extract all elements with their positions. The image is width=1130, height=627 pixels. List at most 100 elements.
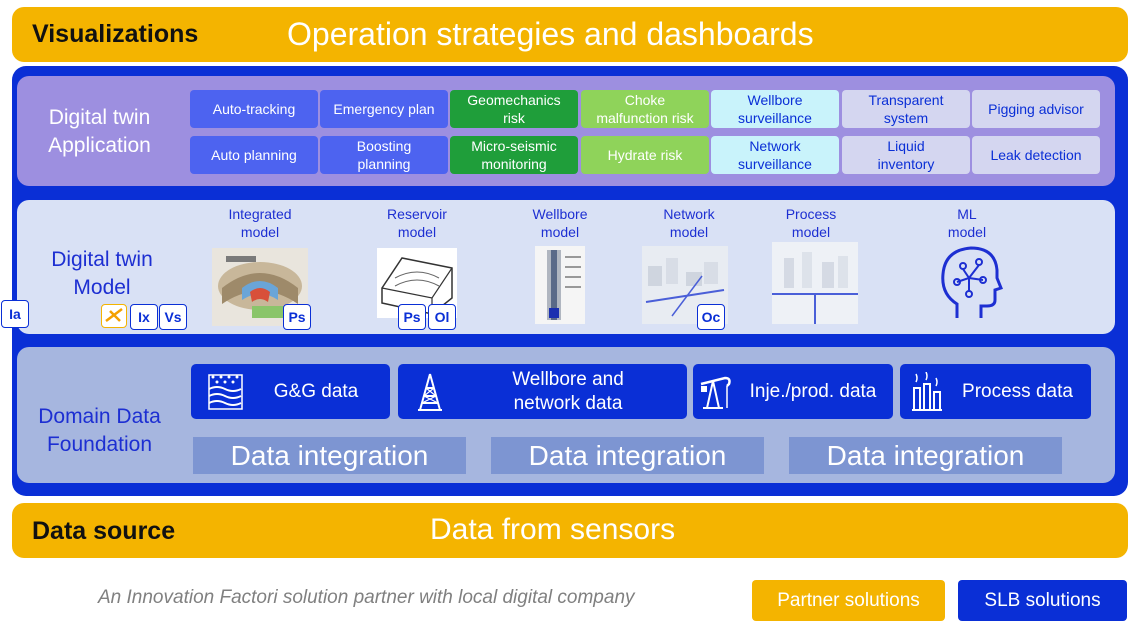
partner-solutions-legend: Partner solutions bbox=[752, 580, 945, 621]
data-layer: Domain Data Foundation G&G data Wellbore… bbox=[17, 347, 1115, 483]
seismic-layers-icon bbox=[208, 374, 243, 410]
label-line: Integrated bbox=[228, 206, 292, 222]
chip-leak-detection[interactable]: Leak detection bbox=[972, 136, 1100, 174]
ix-badge[interactable]: Ix bbox=[130, 304, 158, 330]
chip-label: Auto-tracking bbox=[212, 101, 296, 117]
integrated-model-label: Integrated model bbox=[210, 205, 310, 241]
ol-badge[interactable]: Ol bbox=[428, 304, 456, 330]
process-model-image bbox=[772, 242, 858, 324]
network-model-label: Network model bbox=[639, 205, 739, 241]
app-layer: Digital twin Application Auto-tracking A… bbox=[17, 76, 1115, 186]
chip-emergency-plan[interactable]: Emergency plan bbox=[320, 90, 448, 128]
chip-label: Geomechanics bbox=[467, 92, 561, 108]
label-line: model bbox=[397, 224, 437, 240]
data-source-title: Data source bbox=[32, 517, 176, 545]
slb-solutions-legend: SLB solutions bbox=[958, 580, 1127, 621]
label-line: Network bbox=[663, 206, 715, 222]
wellbore-model-label: Wellbore model bbox=[510, 205, 610, 241]
chip-label: Auto planning bbox=[211, 147, 297, 163]
network-model-image bbox=[642, 246, 728, 324]
chip-auto-tracking[interactable]: Auto-tracking bbox=[190, 90, 318, 128]
app-title-line1: Digital twin bbox=[48, 106, 151, 129]
chip-label: Transparent bbox=[868, 92, 944, 108]
label-line: network data bbox=[513, 393, 623, 414]
chip-label: Choke bbox=[624, 92, 666, 108]
label-line: model bbox=[240, 224, 280, 240]
chip-hydrate-risk[interactable]: Hydrate risk bbox=[581, 136, 709, 174]
model-layer-title: Digital twin Model bbox=[17, 246, 187, 302]
chip-geomechanics-risk[interactable]: Geomechanics risk bbox=[450, 90, 578, 128]
visualizations-title: Visualizations bbox=[32, 20, 199, 48]
label-line: model bbox=[947, 224, 987, 240]
gg-data-box[interactable]: G&G data bbox=[191, 364, 390, 419]
process-data-box[interactable]: Process data bbox=[900, 364, 1091, 419]
chip-label: Micro-seismic bbox=[471, 138, 557, 154]
data-source-subtitle: Data from sensors bbox=[430, 513, 676, 546]
data-layer-title: Domain Data Foundation bbox=[17, 403, 182, 459]
chip-liquid-inventory[interactable]: Liquid inventory bbox=[842, 136, 970, 174]
visualizations-subtitle: Operation strategies and dashboards bbox=[287, 16, 814, 52]
model-title-line2: Model bbox=[73, 276, 131, 299]
ml-model-label: ML model bbox=[917, 205, 1017, 241]
ps-badge-reservoir[interactable]: Ps bbox=[398, 304, 426, 330]
chip-label: planning bbox=[357, 156, 411, 172]
chip-label: system bbox=[883, 110, 929, 126]
chip-label: inventory bbox=[877, 156, 935, 172]
oc-badge[interactable]: Oc bbox=[697, 304, 725, 330]
chip-wellbore-surveillance[interactable]: Wellbore surveillance bbox=[711, 90, 839, 128]
chip-label: monitoring bbox=[481, 156, 547, 172]
chip-label: Wellbore bbox=[747, 92, 803, 108]
wellbore-network-label: Wellbore and network data bbox=[458, 368, 678, 416]
chip-label: risk bbox=[503, 110, 525, 126]
data-integration-2: Data integration bbox=[491, 437, 764, 474]
ia-badge[interactable]: Ia bbox=[1, 300, 29, 328]
inje-prod-box[interactable]: Inje./prod. data bbox=[693, 364, 893, 419]
chip-pigging-advisor[interactable]: Pigging advisor bbox=[972, 90, 1100, 128]
label-line: model bbox=[669, 224, 709, 240]
chip-auto-planning[interactable]: Auto planning bbox=[190, 136, 318, 174]
label-line: ML bbox=[957, 206, 977, 222]
gg-data-label: G&G data bbox=[273, 381, 359, 402]
chip-label: malfunction risk bbox=[596, 110, 694, 126]
chip-choke-malfunction[interactable]: Choke malfunction risk bbox=[581, 90, 709, 128]
chip-label: surveillance bbox=[738, 156, 812, 172]
reservoir-model-label: Reservoir model bbox=[367, 205, 467, 241]
wellbore-model-image bbox=[535, 246, 585, 324]
chip-transparent-system[interactable]: Transparent system bbox=[842, 90, 970, 128]
label-line: model bbox=[791, 224, 831, 240]
brain-head-icon bbox=[941, 246, 1003, 318]
inje-prod-label: Inje./prod. data bbox=[749, 381, 877, 402]
chip-label: Liquid bbox=[887, 138, 925, 154]
chip-label: surveillance bbox=[738, 110, 812, 126]
label-line: Wellbore bbox=[532, 206, 588, 222]
app-layer-title: Digital twin Application bbox=[17, 104, 182, 160]
chip-label: Hydrate risk bbox=[607, 147, 683, 163]
data-integration-3: Data integration bbox=[789, 437, 1062, 474]
label-line: Reservoir bbox=[387, 206, 447, 222]
process-data-label: Process data bbox=[962, 381, 1073, 402]
app-title-line2: Application bbox=[48, 134, 151, 157]
model-title-line1: Digital twin bbox=[51, 248, 153, 271]
derrick-icon bbox=[418, 373, 442, 411]
chip-label: Emergency plan bbox=[333, 101, 435, 117]
chip-label: Leak detection bbox=[990, 147, 1082, 163]
wellbore-network-box[interactable]: Wellbore and network data bbox=[398, 364, 687, 419]
label-line: model bbox=[540, 224, 580, 240]
vs-badge[interactable]: Vs bbox=[159, 304, 187, 330]
petrel-icon[interactable] bbox=[101, 304, 127, 328]
integrated-model-image bbox=[212, 248, 308, 326]
data-integration-1: Data integration bbox=[193, 437, 466, 474]
pumpjack-icon bbox=[700, 376, 731, 409]
chip-micro-seismic[interactable]: Micro-seismic monitoring bbox=[450, 136, 578, 174]
chip-network-surveillance[interactable]: Network surveillance bbox=[711, 136, 839, 174]
model-layer: Digital twin Model Integrated model Reser… bbox=[17, 200, 1115, 334]
factory-icon bbox=[912, 372, 942, 411]
process-model-label: Process model bbox=[761, 205, 861, 241]
ps-badge-integrated[interactable]: Ps bbox=[283, 304, 311, 330]
label-line: Wellbore and bbox=[512, 369, 624, 390]
label-line: Process bbox=[785, 206, 837, 222]
data-title-line1: Domain Data bbox=[38, 405, 161, 428]
data-title-line2: Foundation bbox=[46, 433, 153, 456]
chip-label: Network bbox=[749, 138, 801, 154]
